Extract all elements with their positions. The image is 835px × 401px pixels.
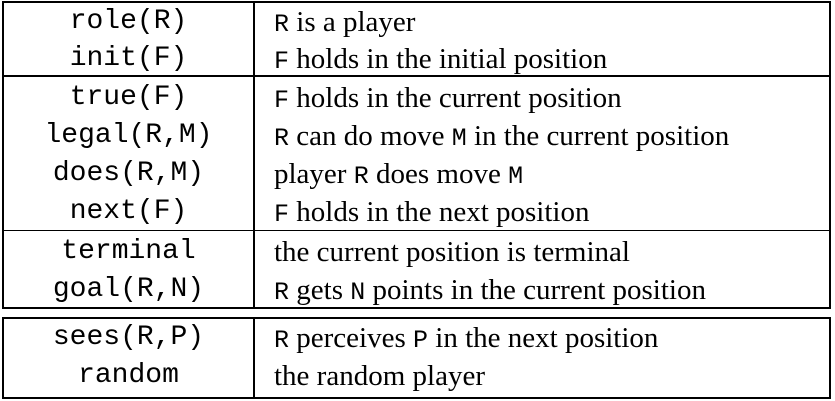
predicate-cell: role(R) — [69, 6, 188, 37]
description-cell: R perceives P in the next position — [274, 319, 834, 360]
variable-token: R — [274, 326, 290, 355]
variable-token: F — [274, 86, 290, 115]
variable-token: F — [274, 47, 290, 76]
predicate-cell: true(F) — [69, 82, 188, 113]
description-text: player — [274, 158, 354, 190]
description-text: does move — [368, 158, 509, 190]
description-text: in the current position — [466, 120, 730, 152]
group-terminal-goal — [2, 231, 831, 309]
group-state-moves — [2, 76, 831, 231]
description-text: in the next position — [428, 322, 659, 354]
description-cell: R gets N points in the current position — [274, 271, 834, 312]
predicate-cell: legal(R,M) — [44, 120, 213, 151]
column-divider — [253, 1, 255, 309]
description-cell: F holds in the initial position — [274, 40, 834, 81]
variable-token: P — [413, 326, 429, 355]
description-text: gets — [289, 274, 351, 306]
variable-token: N — [350, 278, 366, 307]
description-cell: the current position is terminal — [274, 233, 834, 271]
predicate-cell: init(F) — [69, 43, 188, 74]
variable-token: R — [353, 162, 369, 191]
variable-token: M — [508, 162, 524, 191]
description-cell: F holds in the next position — [274, 193, 834, 234]
description-text: points in the current position — [365, 274, 706, 306]
description-text: holds in the initial position — [289, 43, 608, 75]
description-text: holds in the current position — [289, 82, 622, 114]
predicate-cell: next(F) — [69, 196, 188, 227]
predicate-cell: goal(R,N) — [52, 274, 205, 305]
group-incomplete-info — [2, 317, 831, 399]
variable-token: M — [451, 124, 467, 153]
description-cell: player R does move M — [274, 155, 834, 196]
predicate-cell: sees(R,P) — [52, 322, 205, 353]
description-cell: R is a player — [274, 3, 834, 44]
description-text: holds in the next position — [289, 196, 590, 228]
description-text: can do move — [289, 120, 452, 152]
description-cell: F holds in the current position — [274, 79, 834, 120]
description-text: the random player — [274, 360, 485, 392]
group-roles-init — [2, 1, 831, 77]
predicate-cell: terminal — [61, 236, 196, 267]
description-cell: R can do move M in the current position — [274, 117, 834, 158]
predicate-cell: random — [78, 360, 179, 391]
description-cell: the random player — [274, 357, 834, 395]
variable-token: R — [274, 278, 290, 307]
column-divider — [253, 317, 255, 399]
variable-token: R — [274, 124, 290, 153]
variable-token: F — [274, 200, 290, 229]
predicate-cell: does(R,M) — [52, 158, 205, 189]
variable-token: R — [274, 10, 290, 39]
description-text: the current position is terminal — [274, 236, 630, 268]
description-text: perceives — [289, 322, 414, 354]
description-text: is a player — [289, 6, 416, 38]
